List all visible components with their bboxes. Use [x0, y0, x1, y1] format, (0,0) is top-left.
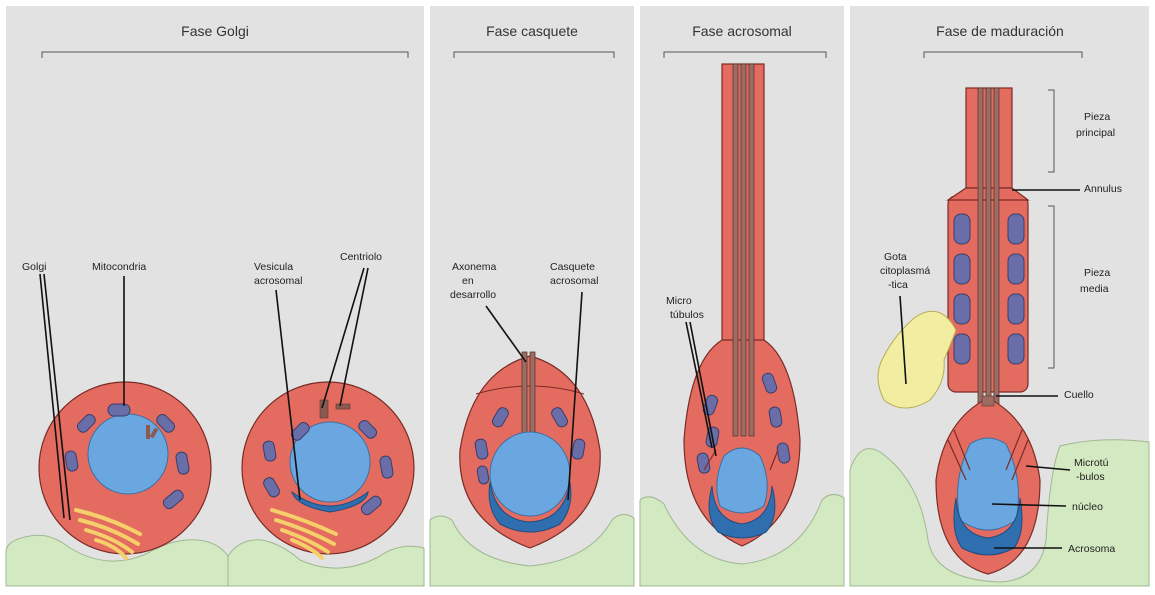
label-annulus: Annulus	[1084, 183, 1122, 195]
label-pieza-principal-1: Pieza	[1084, 111, 1110, 123]
label-centriolo: Centriolo	[340, 251, 382, 263]
label-micro-1: Micro	[666, 295, 692, 307]
title-fase-acrosomal: Fase acrosomal	[692, 23, 792, 39]
label-microtubulos-1: Microtú	[1074, 457, 1109, 469]
label-casquete-1: Casquete	[550, 261, 595, 273]
title-fase-golgi: Fase Golgi	[181, 23, 249, 39]
title-fase-casquete: Fase casquete	[486, 23, 578, 39]
label-microtubulos-2: -bulos	[1076, 471, 1105, 483]
label-vesicula-2: acrosomal	[254, 275, 302, 287]
label-pieza-media-1: Pieza	[1084, 267, 1110, 279]
label-pieza-media-2: media	[1080, 283, 1109, 295]
label-axonema-2: en	[462, 275, 474, 287]
label-nucleo: núcleo	[1072, 501, 1103, 513]
label-pieza-principal-2: principal	[1076, 127, 1115, 139]
label-mitocondria: Mitocondria	[92, 261, 146, 273]
label-gota-2: citoplasmá	[880, 265, 930, 277]
label-micro-2: túbulos	[670, 309, 704, 321]
label-acrosoma: Acrosoma	[1068, 543, 1115, 555]
label-gota-3: -tica	[888, 279, 908, 291]
title-fase-maduracion: Fase de maduración	[936, 23, 1064, 39]
label-cuello: Cuello	[1064, 389, 1094, 401]
label-axonema-3: desarrollo	[450, 289, 496, 301]
label-casquete-2: acrosomal	[550, 275, 598, 287]
label-vesicula-1: Vesicula	[254, 261, 293, 273]
label-gota-1: Gota	[884, 251, 907, 263]
label-golgi: Golgi	[22, 261, 47, 273]
label-axonema-1: Axonema	[452, 261, 497, 273]
